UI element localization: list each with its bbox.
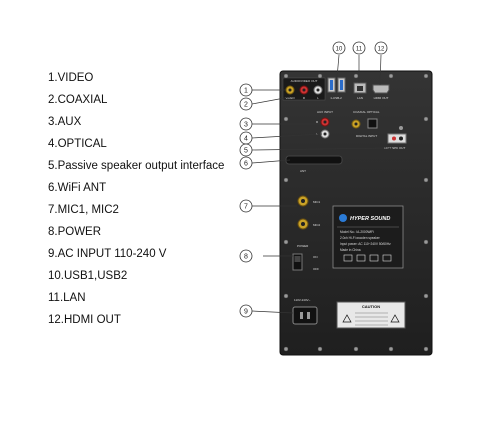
callout-5: 5 [244, 148, 248, 155]
ant-label: ANT [300, 169, 306, 173]
callout-circles [239, 41, 388, 318]
brand-name: HYPER SOUND [350, 216, 390, 222]
screw-icons [283, 73, 429, 352]
cert-icons [343, 254, 392, 262]
video-r-label: R [303, 96, 306, 100]
hdmi-label: HDMI OUT [374, 96, 389, 100]
callout-3: 3 [244, 122, 248, 129]
spec-line-1: 2.0ch Hi-Fi wooden speaker [340, 236, 381, 240]
legend-item-hdmi: 12.HDMI OUT [48, 314, 121, 326]
power-label: POWER [297, 244, 309, 248]
callout-9: 9 [244, 309, 248, 316]
speaker-terminal [387, 133, 407, 144]
callout-1: 1 [244, 88, 248, 95]
ac-inlet [292, 306, 318, 325]
callout-8: 8 [244, 254, 248, 261]
brand-logo-icon [339, 214, 347, 222]
legend-item-wifi: 6.WiFi ANT [48, 182, 107, 194]
av-out-header: AUDIO/VIDEO OUT [291, 79, 318, 83]
leader-lines [251, 54, 393, 314]
video-l-label: L [317, 96, 319, 100]
legend-item-aux: 3.AUX [48, 116, 82, 128]
callout-7: 7 [244, 204, 248, 211]
caution-sticker [336, 301, 406, 329]
model-text: Model No.: IA-2000WiFi [340, 230, 374, 234]
spec-line-2: Input power: AC 110~240V 50/60Hz [340, 242, 391, 246]
callout-11: 11 [356, 47, 363, 53]
digital-input-label: DIGITAL INPUT [356, 134, 377, 138]
aux-label: AUX INPUT [317, 110, 333, 114]
rca-jacks [285, 85, 323, 95]
mic1-label: MIC1 [313, 200, 320, 204]
caution-text: CAUTION [362, 304, 380, 309]
wifi-antenna [285, 155, 343, 165]
callout-2: 2 [244, 102, 248, 109]
callout-12: 12 [378, 47, 385, 53]
hdmi-port [372, 84, 390, 94]
made-in-text: Made in China [340, 248, 361, 252]
callout-10: 10 [336, 47, 343, 53]
legend-item-optical: 4.OPTICAL [48, 138, 107, 150]
legend-item-usb: 10.USB1,USB2 [48, 270, 128, 282]
coax-optical-label: COAXIAL OPTICAL [353, 110, 380, 114]
callout-6: 6 [244, 161, 248, 168]
optical-port [367, 118, 378, 129]
shock-triangle-icon [390, 314, 400, 323]
video-jack-label: VIDEO [285, 96, 295, 100]
usb-ports [327, 77, 346, 93]
warning-triangle-icon [342, 314, 352, 323]
mic2-label: MIC2 [313, 223, 320, 227]
legend-item-ac: 9.AC INPUT 110-240 V [48, 248, 167, 260]
speaker-out-label: LEFT SPK OUT [384, 146, 405, 150]
legend-item-lan: 11.LAN [48, 292, 86, 304]
usb-label: 1-USB-2 [330, 96, 342, 100]
legend-item-video: 1.VIDEO [48, 72, 94, 84]
legend-item-speaker: 5.Passive speaker output interface [48, 160, 225, 172]
aux-r-label: R [316, 120, 319, 124]
legend-item-coaxial: 2.COAXIAL [48, 94, 108, 106]
ac-voltage-label: 110V-240V~ [294, 298, 311, 302]
callout-4: 4 [244, 136, 248, 143]
lan-label: LAN [357, 96, 363, 100]
legend-item-power: 8.POWER [48, 226, 102, 238]
legend-item-mic: 7.MIC1, MIC2 [48, 204, 119, 216]
power-off-label: OFF [313, 267, 319, 271]
power-on-label: ON [313, 255, 318, 259]
